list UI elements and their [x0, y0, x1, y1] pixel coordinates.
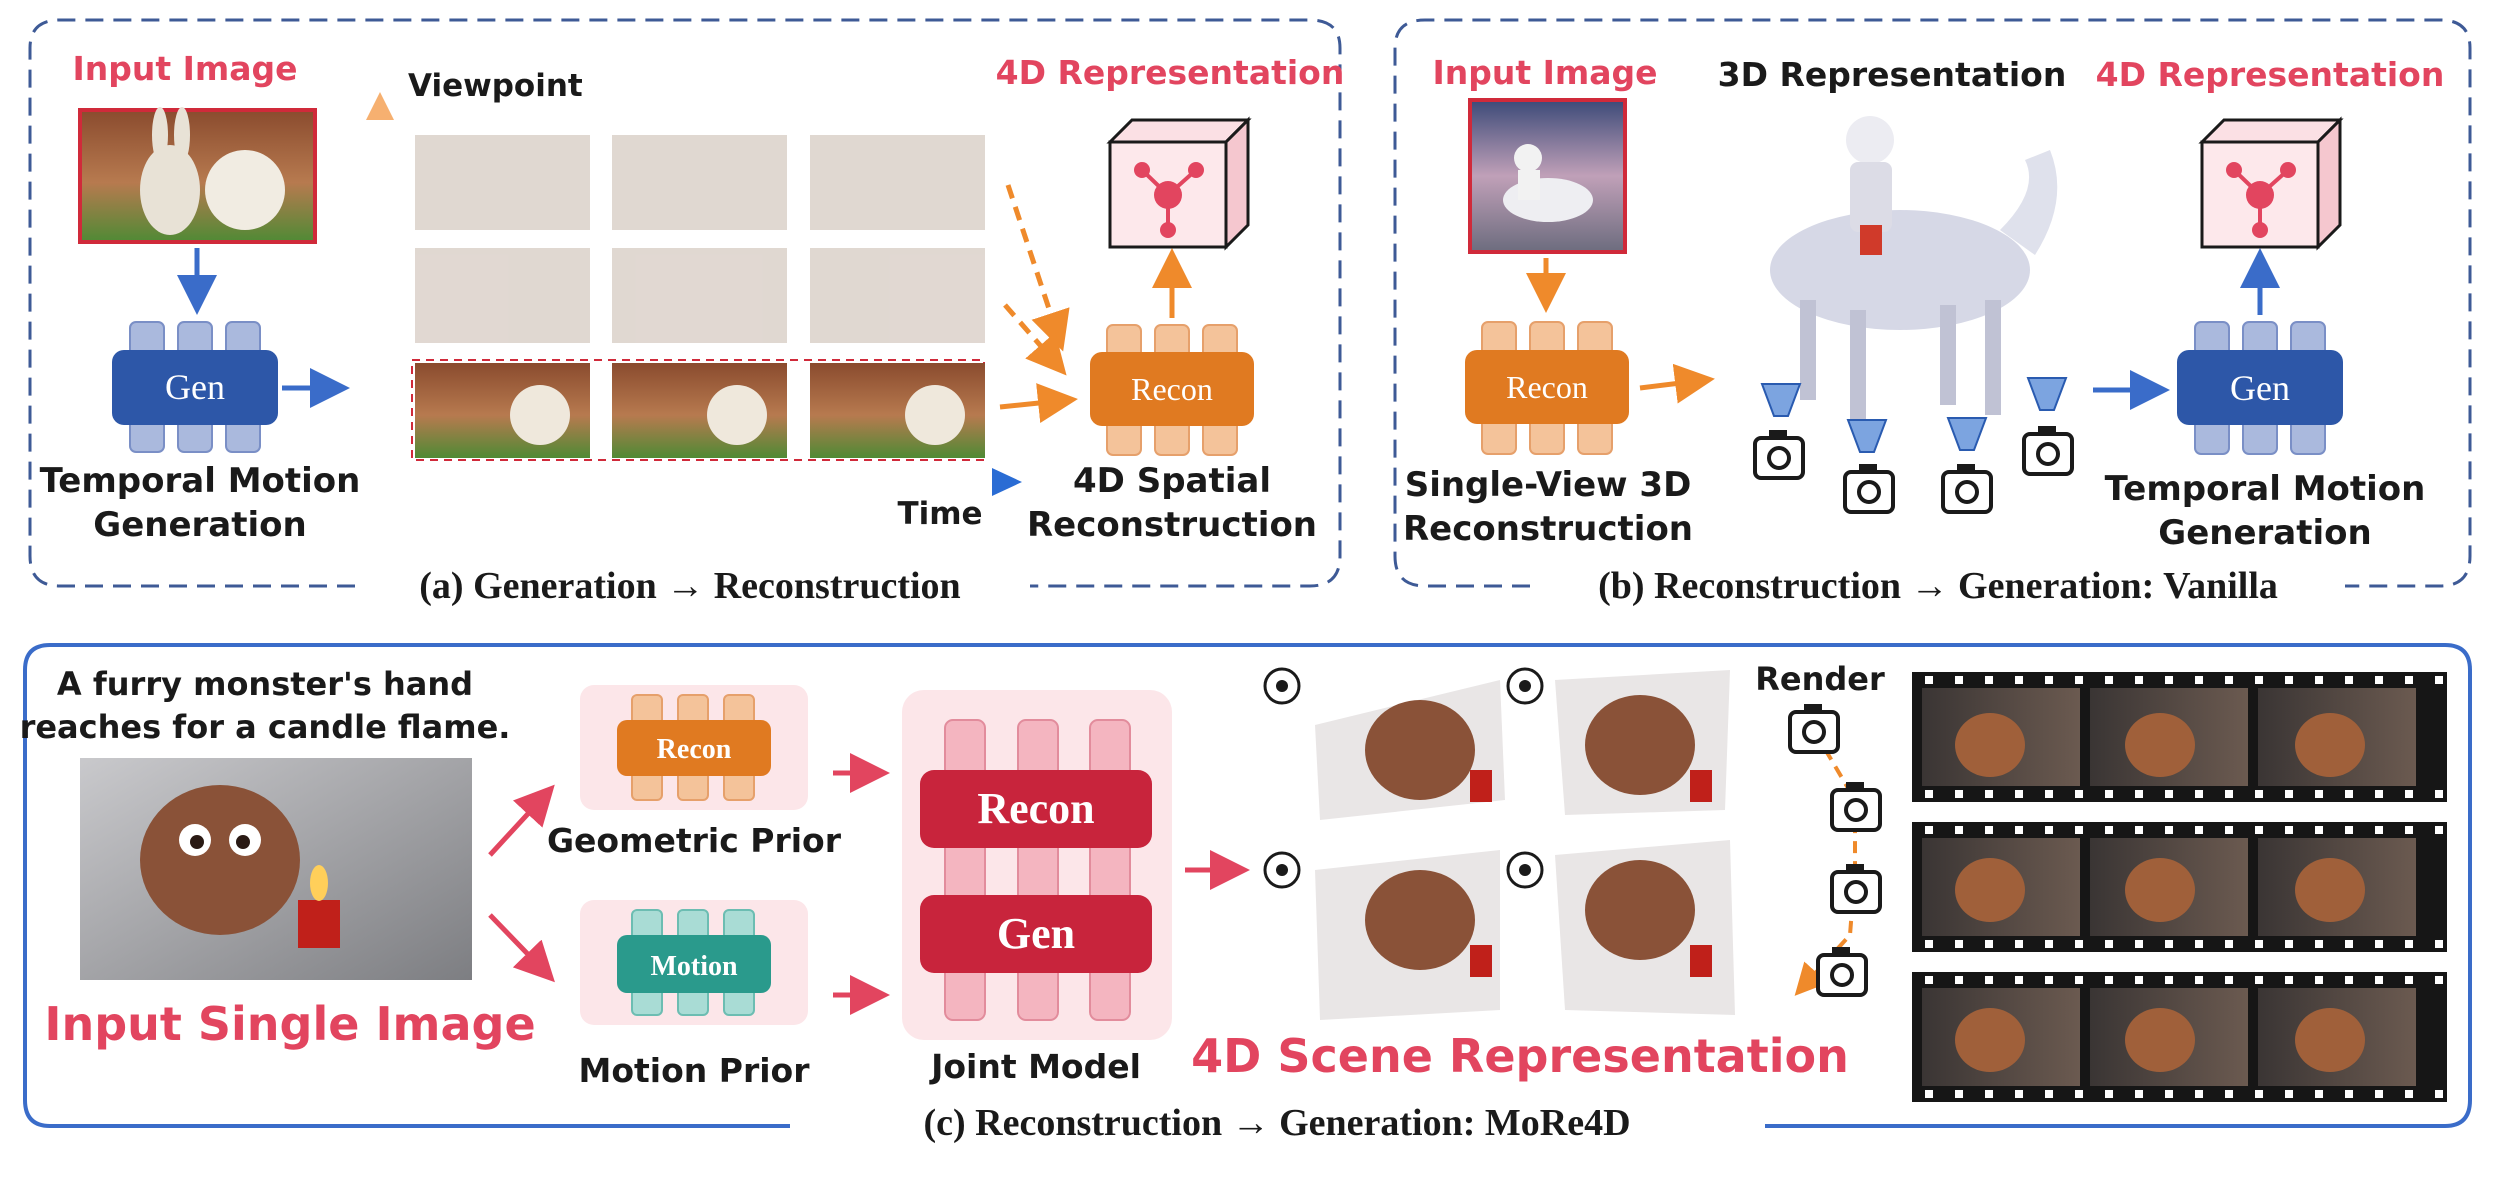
time-label: Time [897, 496, 982, 532]
prompt-line-1: A furry monster's hand [57, 665, 473, 703]
render-camera-icons [1788, 704, 1882, 997]
camera-icon [1788, 704, 1840, 754]
spatial-recon-label-2: Reconstruction [1027, 505, 1317, 545]
input-single-image-label: Input Single Image [44, 997, 535, 1051]
panel-b-caption: (b) Reconstruction → Generation: Vanilla [1598, 565, 2278, 607]
frame-thumbnail [810, 248, 985, 343]
arrow-image-to-motion-prior [488, 913, 555, 983]
point-cloud-view [1555, 840, 1735, 1015]
motion-prior-label: Motion Prior [579, 1051, 811, 1090]
recon-label-a: Recon [1131, 371, 1213, 407]
recon-block-a: Recon [1090, 324, 1254, 456]
panel-b-frame [1393, 18, 2472, 588]
three-d-representation-label: 3D Representation [1718, 55, 2067, 94]
monster-input-image [80, 758, 472, 980]
viewpoint-axis-arrowhead [366, 92, 394, 120]
camera-icon [1830, 864, 1882, 914]
gen-label-a: Gen [165, 367, 225, 407]
camera-icon [2022, 377, 2074, 476]
film-strip [1912, 672, 2447, 802]
single-view-label-2: Reconstruction [1403, 509, 1693, 549]
spatial-recon-label-1: 4D Spatial [1073, 461, 1271, 501]
point-cloud-view [1315, 850, 1500, 1020]
temporal-motion-label-b-2: Generation [2158, 513, 2371, 553]
arrow-recon-to-3d [1639, 363, 1715, 404]
view-badge-icon [1263, 851, 1301, 889]
gen-block-b: Gen [2177, 321, 2343, 455]
arrow-faded-row-2-to-recon [1003, 303, 1067, 376]
view-badge-icon [1506, 667, 1544, 705]
recon-block-b: Recon [1465, 321, 1629, 455]
geometric-prior-block: Recon [580, 685, 808, 810]
point-cloud-view [1555, 670, 1730, 815]
film-strip [1912, 972, 2447, 1102]
bunny-input-image [78, 107, 317, 244]
frame-grid [411, 135, 985, 461]
frame-thumbnail [415, 248, 590, 343]
frame-thumbnail [415, 135, 590, 230]
frame-thumbnail [612, 135, 787, 230]
joint-model-block: Recon Gen [902, 690, 1172, 1040]
panel-a-representation-label: 4D Representation [996, 53, 1345, 92]
panel-c-caption: (c) Reconstruction → Generation: MoRe4D [923, 1102, 1630, 1144]
panel-a-caption: (a) Generation → Reconstruction [419, 565, 960, 607]
temporal-motion-label-b-1: Temporal Motion [2105, 469, 2426, 509]
viewpoint-label: Viewpoint [408, 68, 583, 104]
cube-4d-representation-a [1106, 116, 1252, 251]
panel-a: Input Image Gen Temporal Motion Generati… [28, 18, 1345, 607]
recon-prior-label: Recon [657, 734, 732, 765]
view-badge-icon [1263, 667, 1301, 705]
camera-icon [1816, 947, 1868, 997]
view-badge-icon [1506, 851, 1544, 889]
panel-a-frame [28, 18, 1342, 588]
joint-gen-label: Gen [997, 909, 1075, 958]
panel-b-input-image-label: Input Image [1432, 53, 1657, 92]
output-film-strips [1912, 672, 2447, 1102]
arrow-frames-to-recon [999, 383, 1078, 423]
camera-icon [1830, 782, 1882, 832]
prompt-line-2: reaches for a candle flame. [20, 708, 511, 746]
arrow-faded-row-1-to-recon [1005, 184, 1070, 352]
temporal-motion-label-a-2: Generation [93, 505, 306, 545]
render-label: Render [1755, 660, 1885, 698]
single-view-label-1: Single-View 3D [1405, 465, 1692, 505]
panel-a-input-image-label: Input Image [72, 49, 297, 88]
camera-icon [1843, 419, 1895, 514]
gen-block-a: Gen [112, 321, 278, 453]
arrow-image-to-geometric-prior [488, 784, 555, 857]
recon-label-b: Recon [1506, 369, 1588, 405]
astronaut-input-image [1468, 98, 1627, 254]
panel-b: Input Image Recon Single-View 3D Reconst… [1393, 18, 2472, 607]
motion-prior-inner-label: Motion [650, 951, 738, 982]
film-strip [1912, 822, 2447, 952]
geometric-prior-label: Geometric Prior [547, 821, 842, 860]
frame-thumbnail [810, 135, 985, 230]
point-cloud-view [1315, 680, 1505, 820]
joint-model-label: Joint Model [929, 1047, 1141, 1086]
panel-c-frame [23, 643, 2472, 1128]
panel-b-representation-label: 4D Representation [2096, 55, 2445, 94]
scene-representation-label: 4D Scene Representation [1191, 1029, 1849, 1083]
frame-thumbnail [612, 248, 787, 343]
motion-prior-block: Motion [580, 900, 808, 1025]
time-axis-arrowhead [992, 468, 1022, 496]
cube-4d-representation-b [2198, 116, 2344, 251]
panel-c: A furry monster's hand reaches for a can… [20, 643, 2472, 1144]
camera-icon [1753, 383, 1805, 480]
camera-icon [1941, 417, 1993, 514]
temporal-motion-label-a-1: Temporal Motion [40, 461, 361, 501]
camera-views [1753, 377, 2074, 514]
joint-recon-label: Recon [977, 784, 1094, 833]
scene-point-clouds [1263, 667, 1735, 1020]
gen-label-b: Gen [2230, 368, 2290, 408]
horse-3d-representation [1770, 116, 2058, 420]
